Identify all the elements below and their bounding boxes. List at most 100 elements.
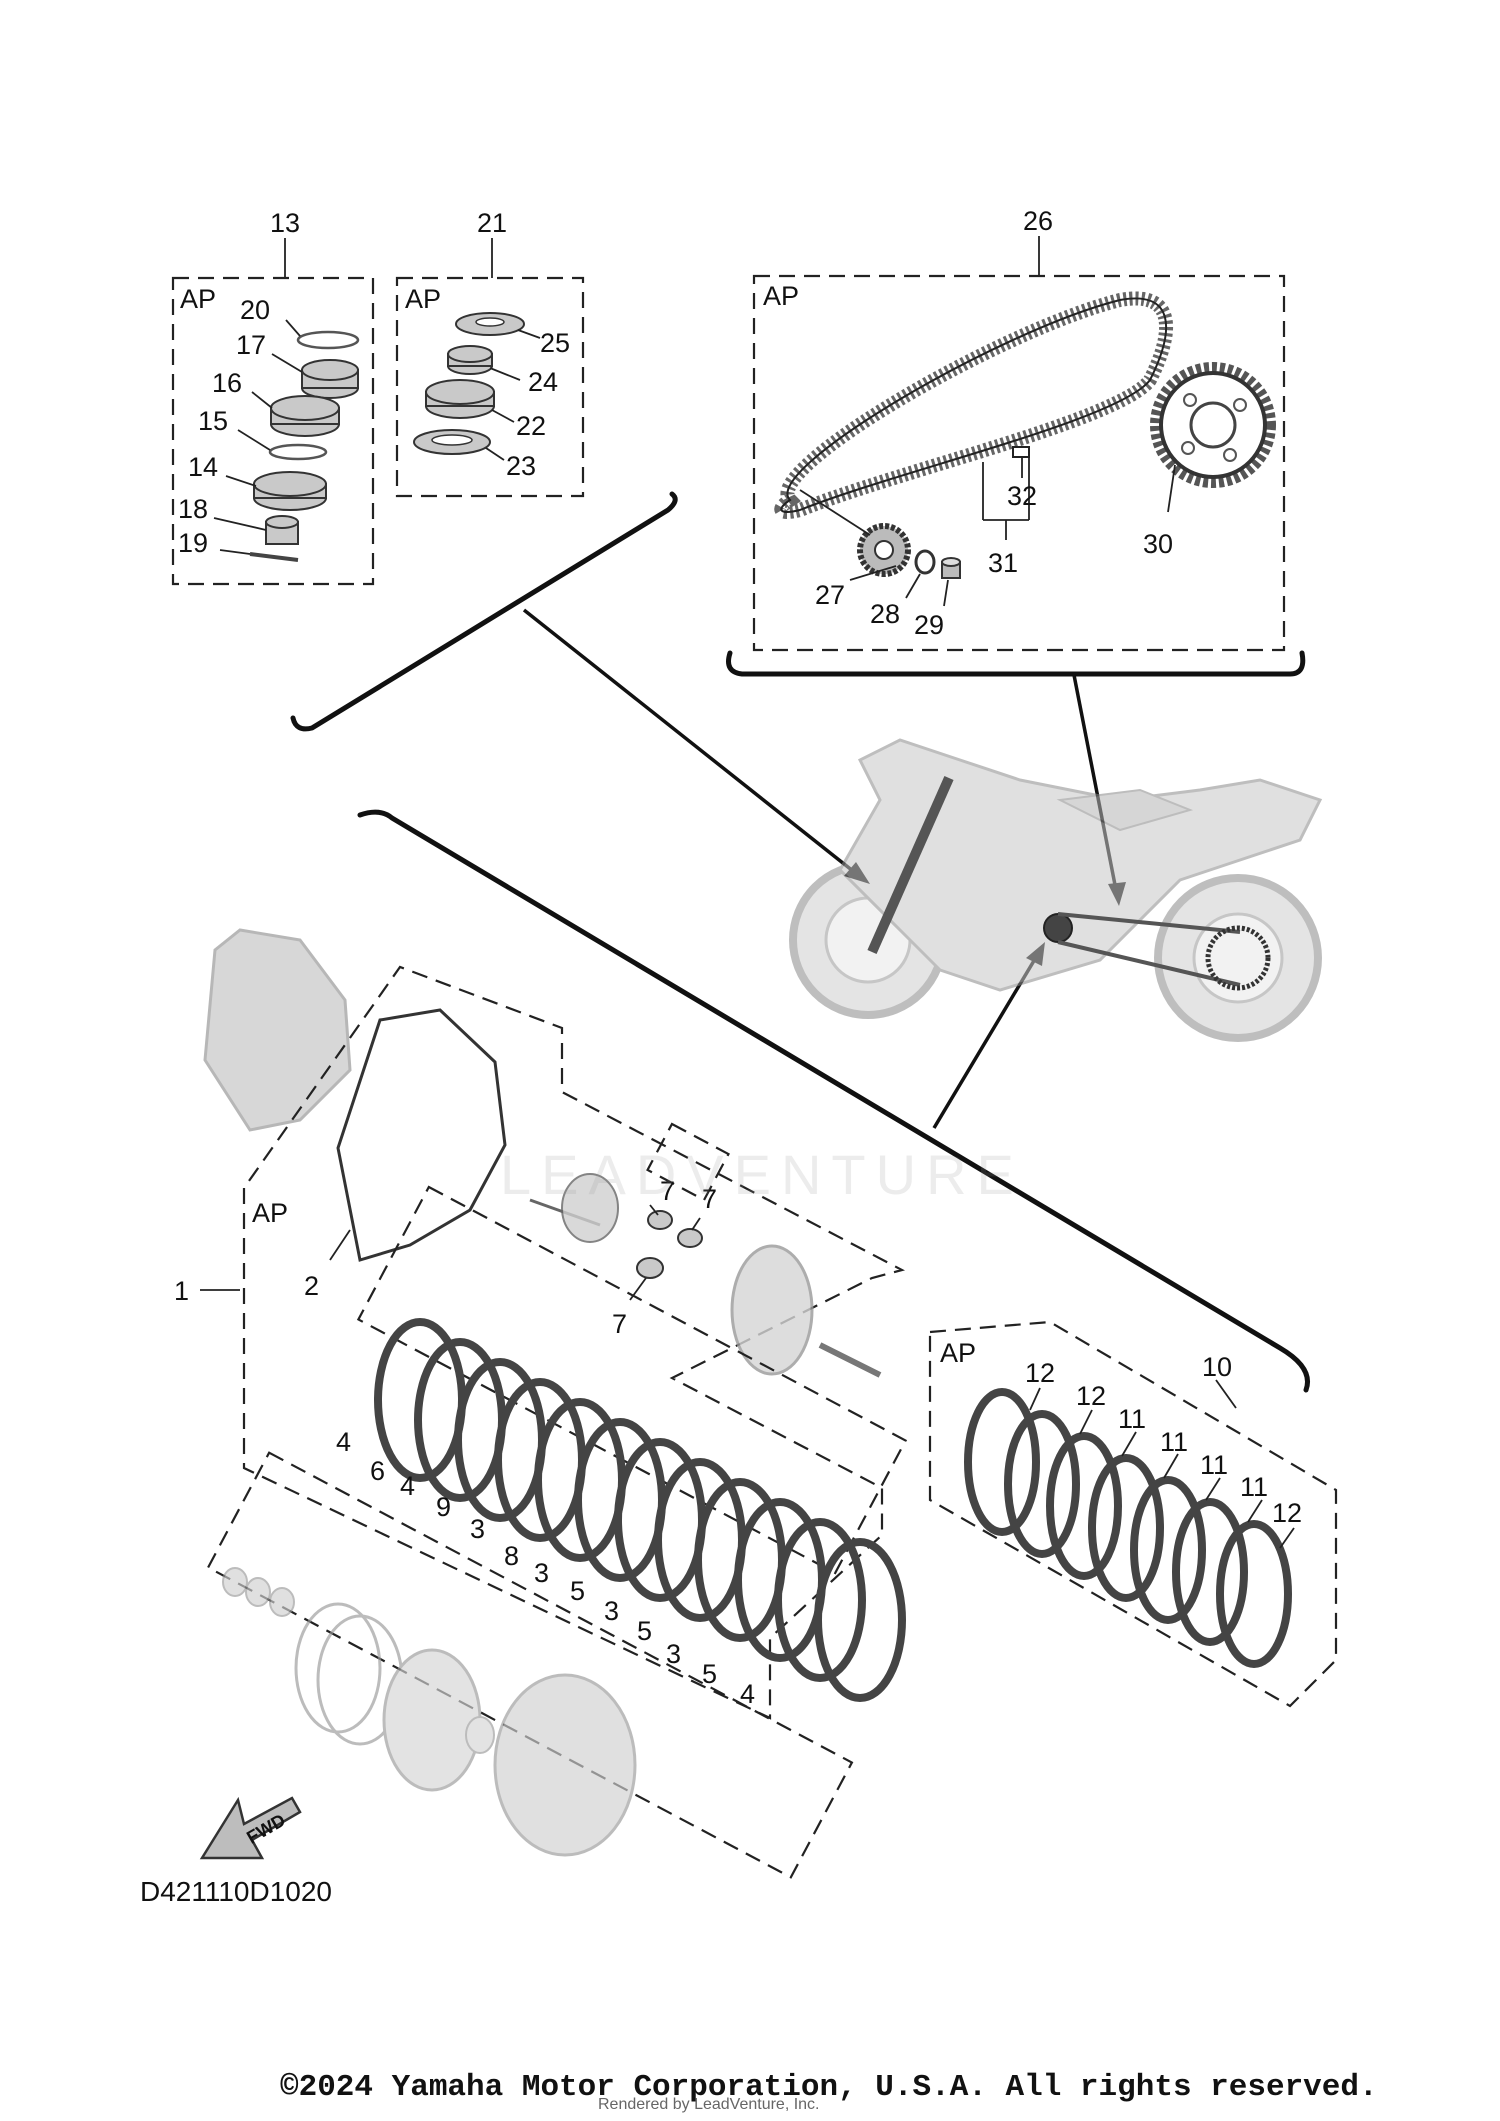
kit-plate-11c [1130, 1476, 1206, 1624]
label-29: 29 [914, 610, 944, 640]
part-30-sprocket [1150, 362, 1276, 488]
part-25-shape [455, 312, 525, 336]
pointer-steering [522, 608, 860, 877]
plate-stack-box [356, 1185, 908, 1575]
label-4b: 4 [400, 1471, 415, 1501]
label-10: 10 [1202, 1352, 1232, 1382]
clutch-housing-ghost [222, 1567, 637, 1857]
label-5b: 5 [637, 1616, 652, 1646]
part-2-gasket [336, 1008, 507, 1262]
label-17: 17 [236, 330, 266, 360]
label-23: 23 [506, 451, 536, 481]
label-25: 25 [540, 328, 570, 358]
label-6: 6 [370, 1456, 385, 1486]
label-3c: 3 [604, 1596, 619, 1626]
part-18-shape [265, 515, 299, 545]
part-29-shape [941, 557, 961, 579]
label-11b: 11 [1160, 1427, 1188, 1457]
label-9: 9 [436, 1492, 451, 1522]
label-4c: 4 [740, 1679, 755, 1709]
part-26-chain [774, 291, 1174, 519]
label-7c: 7 [612, 1309, 627, 1339]
label-18: 18 [178, 494, 208, 524]
label-13: 13 [270, 208, 300, 238]
label-12b: 12 [1076, 1381, 1106, 1411]
label-20: 20 [240, 295, 270, 325]
group-26-ap-tag: AP [763, 281, 799, 311]
part-15-shape [268, 443, 328, 461]
part-7-shape-c [636, 1257, 664, 1279]
part-19-shape [249, 552, 299, 562]
motorcycle-illustration [789, 738, 1323, 1042]
part-7-shape-a [647, 1210, 673, 1230]
part-16-shape [270, 395, 340, 437]
label-7b: 7 [702, 1184, 717, 1214]
group-10-box [928, 1320, 1338, 1708]
rendered-by-notice: Rendered by LeadVenture, Inc. [598, 2096, 820, 2113]
group-21-ap-tag: AP [405, 284, 441, 314]
label-14: 14 [188, 452, 218, 482]
pushrod-box [646, 1122, 730, 1202]
group-21: AP 21 25 24 22 23 [395, 208, 585, 498]
pressure-plate-small [561, 1173, 619, 1243]
front-fork-highlight [867, 775, 954, 955]
group-1-box [242, 965, 906, 1720]
kit-plate-11a [1046, 1432, 1122, 1580]
rear-sprocket-highlight [1205, 925, 1271, 991]
group-13: AP 13 20 [171, 208, 375, 586]
part-7-shape-b [677, 1228, 703, 1248]
label-22: 22 [516, 411, 546, 441]
group-26: AP [752, 206, 1286, 652]
part-27-sprocket [857, 523, 911, 577]
part-32-joint [1012, 446, 1030, 458]
crankcase-cover-ghost [203, 928, 352, 1132]
group-10: AP 10 12 12 11 11 11 11 12 [928, 1320, 1338, 1708]
bracket-clutch [357, 809, 1310, 1393]
part-20-shape [296, 330, 360, 350]
label-26: 26 [1023, 206, 1053, 236]
label-4a: 4 [336, 1427, 351, 1457]
label-12c: 12 [1272, 1498, 1302, 1528]
label-1: 1 [174, 1276, 189, 1306]
plate-3d [774, 1518, 866, 1682]
label-3a: 3 [470, 1514, 485, 1544]
part-14-shape [253, 471, 327, 511]
group-10-ap-tag: AP [940, 1338, 976, 1368]
kit-plate-12a [964, 1388, 1040, 1536]
kit-plate-11b [1088, 1454, 1164, 1602]
clutch-housing-box [206, 1451, 854, 1879]
plate-5c [814, 1538, 906, 1702]
group-1: AP 1 2 7 7 7 [174, 965, 908, 1720]
label-16: 16 [212, 368, 242, 398]
group-26-box [752, 274, 1286, 652]
label-8: 8 [504, 1541, 519, 1571]
group-13-box [171, 276, 375, 586]
label-28: 28 [870, 599, 900, 629]
label-2: 2 [304, 1271, 319, 1301]
pressure-plate-ghost [730, 1244, 814, 1376]
kit-plate-12c [1216, 1520, 1292, 1668]
bracket-steering [290, 491, 678, 732]
friction-kit-stack [964, 1388, 1292, 1668]
label-12a: 12 [1025, 1358, 1055, 1388]
bracket-chain [726, 650, 1306, 677]
label-5a: 5 [570, 1576, 585, 1606]
label-19: 19 [178, 528, 208, 558]
fwd-arrow-icon: FWD [199, 1796, 302, 1860]
label-11c: 11 [1200, 1450, 1228, 1480]
kit-plate-12b [1004, 1410, 1080, 1558]
part-17-shape [301, 359, 359, 399]
label-11a: 11 [1118, 1404, 1146, 1434]
label-3d: 3 [666, 1639, 681, 1669]
group-1-ap-tag: AP [252, 1198, 288, 1228]
label-3b: 3 [534, 1558, 549, 1588]
swingarm-chain-highlight [1057, 912, 1241, 987]
group-13-ap-tag: AP [180, 284, 216, 314]
watermark: LEADVENTURE [500, 1143, 1024, 1206]
part-23-shape [413, 429, 491, 455]
clutch-plate-stack [374, 1318, 906, 1702]
label-27: 27 [815, 580, 845, 610]
label-32: 32 [1007, 481, 1037, 511]
label-30: 30 [1143, 529, 1173, 559]
